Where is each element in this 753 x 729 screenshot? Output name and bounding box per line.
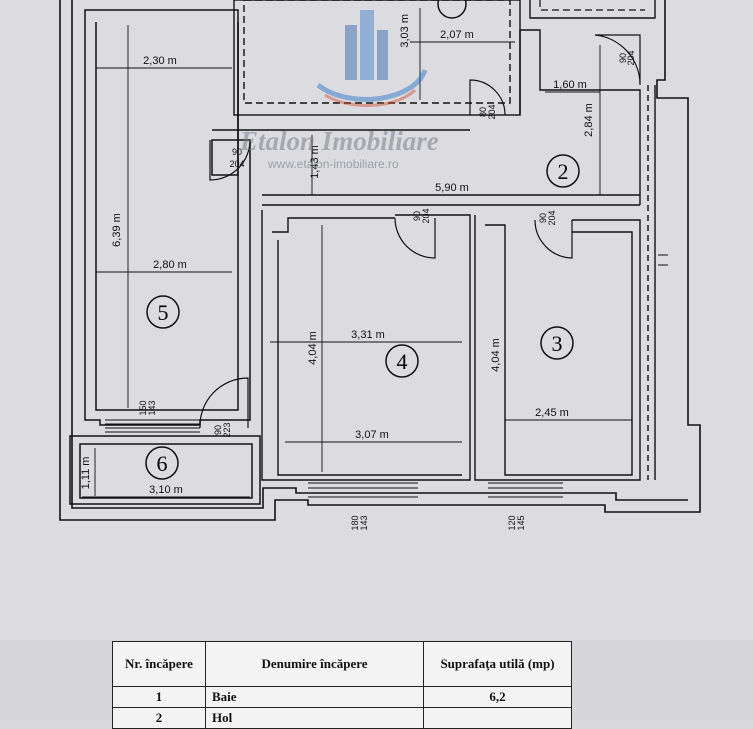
dimension-labels: 3,03 m 2,07 m 1,60 m 2,84 m 1,43 m 5,90 … [80,14,595,496]
room-numbers [145,0,580,480]
room-6-circle [145,446,179,480]
entry-door [594,34,641,86]
dim-room1-height: 3,03 m [399,14,411,48]
legend-header-row: Nr. încăpere Denumire încăpere Suprafaţa… [112,641,572,687]
room-6-walls [69,435,261,505]
door-swings [199,34,641,429]
room-1-circle [437,0,467,19]
bathroom-door [469,79,506,116]
left-corridor-door [209,139,251,181]
door-bath-h: 204 [487,104,497,119]
room-2-circle [546,154,580,188]
window-room4-h: 143 [359,515,369,530]
dim-room3-height: 4,04 m [490,338,502,372]
room-number-labels: 2 3 4 5 6 [157,159,569,476]
room-5-circle [146,295,180,329]
dim-room1-width: 2,07 m [440,29,474,41]
room-6-number: 6 [157,451,168,476]
dim-room5-top-width: 2,30 m [143,55,177,67]
door-bath-w: 80 [478,107,488,117]
window-room5-w: 150 [138,400,148,415]
window-room4-w: 180 [350,515,360,530]
window-room3-h: 145 [516,515,526,530]
room-2-number: 2 [558,159,569,184]
window-room5-h: 143 [147,400,157,415]
watermark-logo-icon [316,10,428,108]
legend-cell-name: Hol [205,707,424,729]
watermark-brand: Etalon Imobiliare [239,126,439,156]
watermark-url: www.etalon-imobiliare.ro [267,157,399,171]
dim-corridor-width: 5,90 m [435,182,469,194]
door-balcony-h: 223 [222,422,232,437]
dim-room4-top-width: 3,31 m [351,329,385,341]
room-4-door [394,217,436,259]
door-entry-w: 90 [618,53,628,63]
room-legend-table: Nr. încăpere Denumire încăpere Suprafaţa… [112,641,572,729]
door-room3-w: 90 [538,213,548,223]
dim-corridor-height: 1,43 m [309,145,321,179]
dim-room5-height: 6,39 m [111,213,123,247]
room-4-number: 4 [397,349,408,374]
door-left-w: 90 [232,147,242,157]
room-4-walls [261,210,471,481]
door-labels: 80 204 90 204 90 204 90 204 90 204 90 22… [138,50,636,530]
legend-cell-nr: 2 [112,707,206,729]
dim-hall-width: 1,60 m [553,79,587,91]
table-row: 2 Hol [112,707,572,729]
legend-cell-area [423,707,572,729]
room-3-door [534,219,573,259]
balcony-door [199,377,249,429]
dim-room6-width: 3,10 m [149,484,183,496]
dim-room4-height: 4,04 m [307,331,319,365]
dim-hall-height: 2,84 m [583,103,595,137]
dim-room5-width: 2,80 m [153,259,187,271]
outer-walls [59,0,701,521]
room-5-walls [84,9,251,426]
legend-header-area: Suprafaţa utilă (mp) [423,641,572,687]
door-balcony-w: 90 [213,425,223,435]
door-left-h: 204 [229,159,244,169]
dim-room6-height: 1,11 m [80,457,92,490]
legend-header-name: Denumire încăpere [205,641,424,687]
legend-header-nr: Nr. încăpere [112,641,206,687]
door-room4-h: 204 [421,208,431,223]
door-entry-h: 204 [626,50,636,65]
room-5-number: 5 [158,300,169,325]
room-4-circle [385,344,419,378]
legend-cell-area: 6,2 [423,686,572,708]
door-room4-w: 90 [412,211,422,221]
dim-room3-width: 2,45 m [535,407,569,419]
room-3-number: 3 [552,331,563,356]
dim-room4-bottom-width: 3,07 m [355,429,389,441]
watermark: Etalon Imobiliare www.etalon-imobiliare.… [239,10,439,171]
table-row: 1 Baie 6,2 [112,686,572,708]
legend-cell-name: Baie [205,686,424,708]
room-3-circle [540,326,574,360]
legend-cell-nr: 1 [112,686,206,708]
room-3-walls [474,215,641,481]
door-room3-h: 204 [547,210,557,225]
windows [105,254,668,498]
window-room3-w: 120 [507,515,517,530]
dimension-lines [82,8,632,498]
